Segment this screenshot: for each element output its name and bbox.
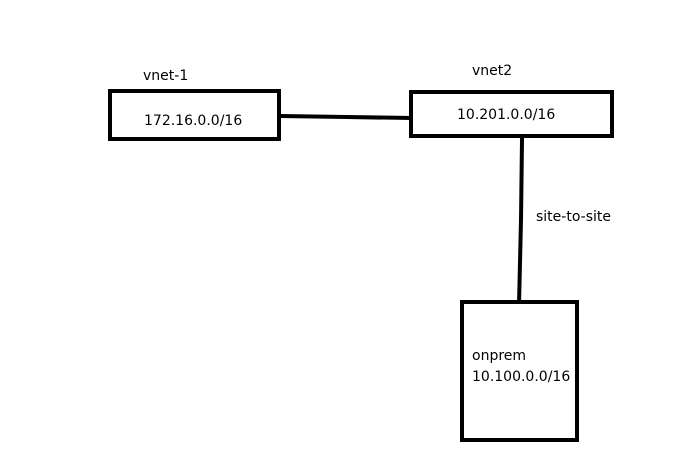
vnet1-box: 172.16.0.0/16	[108, 89, 281, 141]
vnet1-name-label: vnet-1	[143, 68, 189, 84]
onprem-box: onprem 10.100.0.0/16	[460, 300, 579, 442]
onprem-cidr: 10.100.0.0/16	[472, 369, 571, 385]
vnet2-onprem-site-to-site-link	[516, 137, 525, 308]
vnet1-cidr: 172.16.0.0/16	[144, 113, 243, 129]
vnet1-vnet2-link	[278, 113, 413, 121]
onprem-name: onprem	[472, 348, 527, 364]
site-to-site-label: site-to-site	[536, 209, 611, 225]
vnet2-box: 10.201.0.0/16	[409, 90, 614, 138]
vnet2-name-label: vnet2	[472, 63, 513, 79]
vnet2-cidr: 10.201.0.0/16	[457, 107, 556, 123]
